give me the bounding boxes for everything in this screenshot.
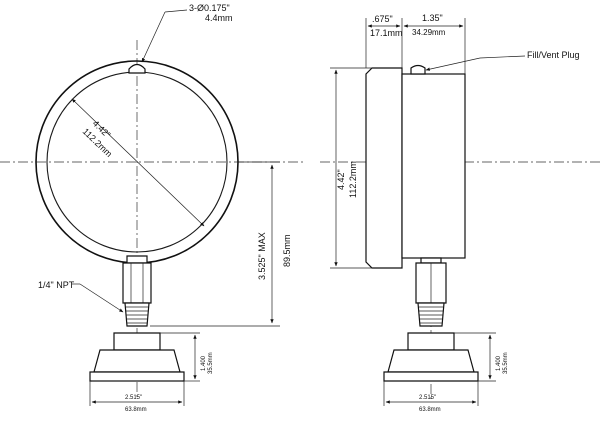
flange-h-mm-label: 35.5mm (208, 352, 214, 374)
side-dia-in-label: 4.42" (336, 169, 346, 190)
side-bezel (365, 67, 403, 269)
fill-plug-label: Fill/Vent Plug (527, 50, 580, 60)
front-thread-lines (126, 306, 148, 324)
max-height-in-label: 3.525" MAX (257, 232, 267, 280)
flange-w-in-label: 2.515" (125, 395, 142, 401)
holes-leader-shelf (164, 9, 188, 13)
front-stem-neck (126, 255, 148, 264)
front-top-lug (128, 63, 146, 74)
plug-leader-shelf (479, 55, 526, 59)
dial-diameter-dimension (71, 98, 205, 227)
side-thread-lines (419, 306, 443, 324)
side-flange-body (387, 349, 475, 373)
side-dia-mm-label: 112.2mm (348, 161, 358, 198)
case-depth-in-label: .675" (372, 14, 393, 24)
front-hex-socket (122, 262, 152, 304)
overall-depth-in-label: 1.35" (422, 13, 443, 23)
side-case (401, 73, 466, 259)
side-flange-h-mm-label: 35.5mm (503, 352, 509, 374)
overall-depth-mm-label: 34.29mm (412, 28, 446, 37)
side-flange-w-mm-label: 63.8mm (419, 407, 441, 413)
front-flange-body (93, 349, 181, 373)
front-flange-base (89, 371, 185, 382)
front-view (0, 9, 305, 406)
holes-mm-label: 4.4mm (205, 13, 233, 23)
side-flange-base (383, 371, 479, 382)
side-flange-neck (407, 332, 455, 351)
thread-label: 1/4" NPT (38, 280, 75, 290)
case-depth-mm-label: 17.1mm (370, 28, 403, 38)
flange-h-in-label: 1.400 (201, 355, 207, 371)
side-stem-neck (420, 257, 442, 264)
front-npt-thread (124, 302, 150, 327)
npt-leader (79, 283, 124, 313)
side-flange-h-in-label: 1.400 (496, 355, 502, 371)
max-height-mm-label: 89.5mm (282, 234, 292, 267)
holes-dia-label: 3-Ø0.175" (189, 3, 230, 13)
front-flange-neck (113, 332, 161, 351)
fill-plug-leader (425, 57, 481, 71)
side-flange-w-in-label: 2.515" (419, 395, 436, 401)
holes-leader (141, 11, 166, 63)
flange-w-mm-label: 63.8mm (125, 407, 147, 413)
side-fill-plug (410, 64, 426, 75)
side-view (320, 18, 600, 406)
side-npt-thread (417, 302, 445, 327)
